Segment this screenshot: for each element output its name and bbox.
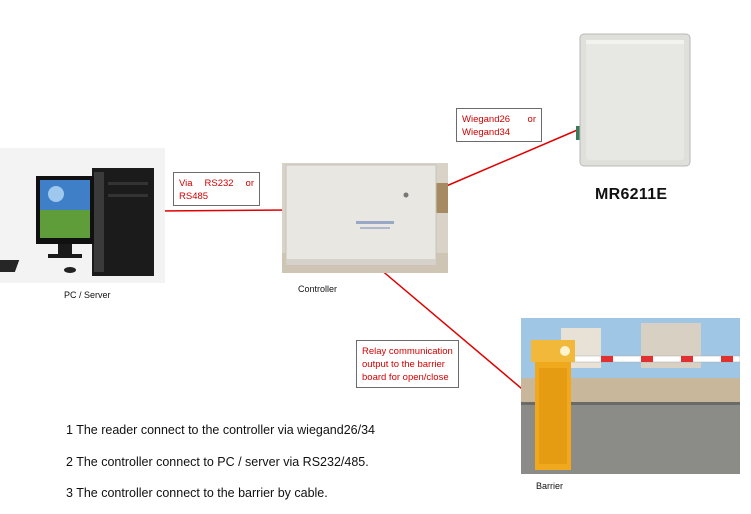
line-controller-barrier [366, 257, 548, 411]
reader-image [576, 30, 694, 170]
note-1: 1 The reader connect to the controller v… [66, 423, 375, 437]
line-controller-reader [436, 127, 583, 191]
pc-caption: PC / Server [64, 290, 111, 300]
controller-image [282, 163, 448, 273]
wiegand-label-box: Wiegand26 or Wiegand34 [456, 108, 542, 142]
line-pc-controller [156, 209, 291, 212]
note-3: 3 The controller connect to the barrier … [66, 486, 328, 500]
note-2: 2 The controller connect to PC / server … [66, 455, 369, 469]
barrier-image [521, 318, 741, 474]
reader-model-title: MR6211E [595, 186, 668, 203]
relay-label-box: Relay communication output to the barrie… [356, 340, 459, 388]
barrier-caption: Barrier [536, 481, 564, 491]
rs-label-box: Via RS232 or RS485 [173, 172, 260, 206]
controller-caption: Controller [298, 284, 338, 294]
pc-server-image [0, 148, 165, 283]
